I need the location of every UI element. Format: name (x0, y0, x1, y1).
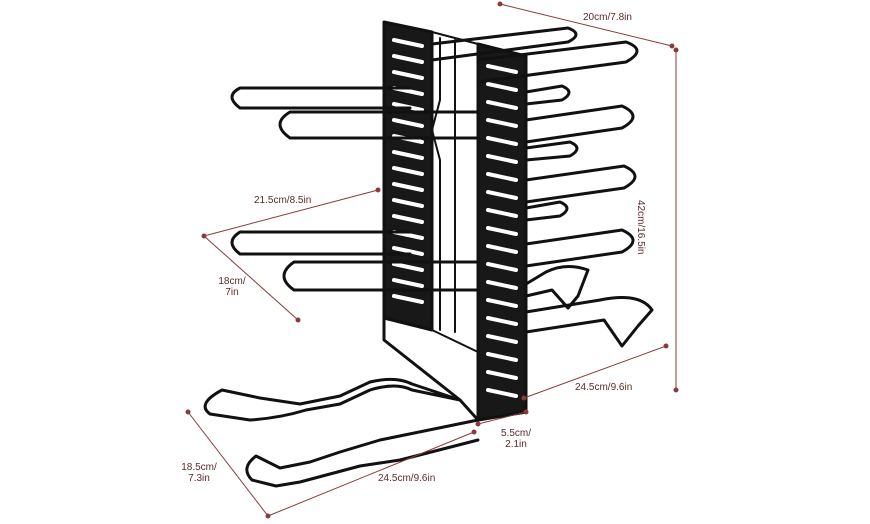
dimension-arm-depth: 18cm/ 7in (212, 276, 252, 298)
front-post (476, 42, 528, 422)
back-post-slots (392, 38, 424, 304)
right-arms (430, 26, 654, 348)
left-arms (230, 86, 480, 292)
dimension-arm-depth-line2: 7in (225, 287, 239, 298)
dimension-lines (185, 1, 679, 519)
rack-wireframe (203, 20, 654, 488)
dimension-post-width: 5.5cm/ 2.1in (494, 428, 538, 450)
back-post (382, 20, 434, 332)
center-frame (431, 31, 479, 353)
dimension-top-width: 20cm/7.8in (583, 12, 632, 23)
dimension-arm-depth-line1: 18cm/ (218, 276, 246, 287)
dimension-right-base-length: 24.5cm/9.6in (575, 382, 633, 393)
dimension-arm-length: 21.5cm/8.5in (254, 195, 312, 206)
dimension-base-depth: 18.5cm/ 7.3in (176, 462, 222, 484)
base (203, 316, 528, 488)
dimension-height: 42cm/16.5in (635, 200, 646, 255)
dimension-post-width-line1: 5.5cm/ (500, 428, 531, 439)
dimension-base-depth-line1: 18.5cm/ (181, 462, 217, 473)
dimension-post-width-line2: 2.1in (505, 439, 527, 450)
front-post-slots (486, 64, 518, 398)
dimension-base-depth-line2: 7.3in (188, 473, 210, 484)
dimension-base-length: 24.5cm/9.6in (378, 473, 436, 484)
